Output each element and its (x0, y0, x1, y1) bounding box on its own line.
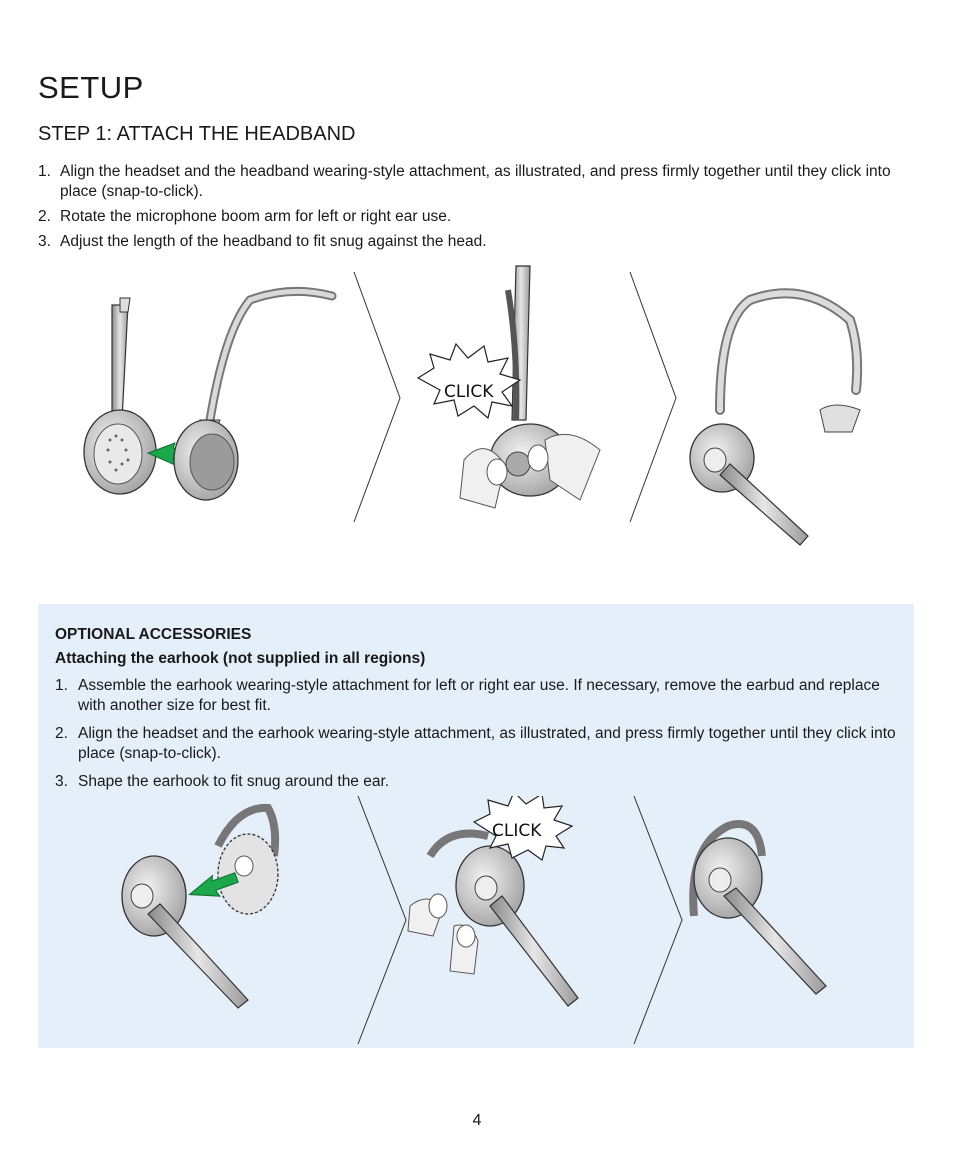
headset-with-earhook-separate (121, 803, 280, 1009)
click-burst-icon (472, 796, 574, 861)
list-item: 2.Rotate the microphone boom arm for lef… (38, 208, 452, 225)
step-1-title: STEP 1: ATTACH THE HEADBAND (38, 123, 356, 145)
list-item: 1.Assemble the earhook wearing-style att… (55, 677, 880, 714)
headset-assembled-earhook (689, 820, 827, 995)
list-item: 1.Align the headset and the headband wea… (38, 163, 891, 200)
page-number: 4 (472, 1112, 482, 1129)
step-divider (353, 271, 401, 523)
headset-with-headband-separate (83, 286, 337, 501)
step-1-list: 1.Align the headset and the headband wea… (38, 162, 898, 257)
list-item: 2.Align the headset and the earhook wear… (55, 725, 896, 762)
accessories-heading: OPTIONAL ACCESSORIES (55, 626, 252, 643)
step-divider (357, 796, 407, 1045)
step-divider (629, 271, 677, 523)
earhook-subheading: Attaching the earhook (not supplied in a… (55, 650, 426, 667)
headset-assembled-headband (689, 288, 863, 546)
list-item: 3.Adjust the length of the headband to f… (38, 233, 487, 250)
earhook-steps-list: 1.Assemble the earhook wearing-style att… (55, 676, 905, 800)
page-title: SETUP (38, 70, 144, 105)
headset-click-headband: CLICK (416, 265, 601, 509)
headset-click-earhook: CLICK (407, 796, 579, 1007)
click-label: CLICK (492, 821, 542, 841)
headband-illustration: CLICK (83, 265, 863, 546)
green-arrow-icon (188, 872, 239, 897)
list-item: 3.Shape the earhook to fit snug around t… (55, 773, 390, 790)
click-burst-icon (416, 342, 522, 420)
step-divider (633, 796, 683, 1045)
earhook-illustration: CLICK (121, 796, 827, 1045)
click-label: CLICK (444, 382, 494, 402)
optional-accessories-panel: OPTIONAL ACCESSORIES Attaching the earho… (38, 604, 914, 1048)
